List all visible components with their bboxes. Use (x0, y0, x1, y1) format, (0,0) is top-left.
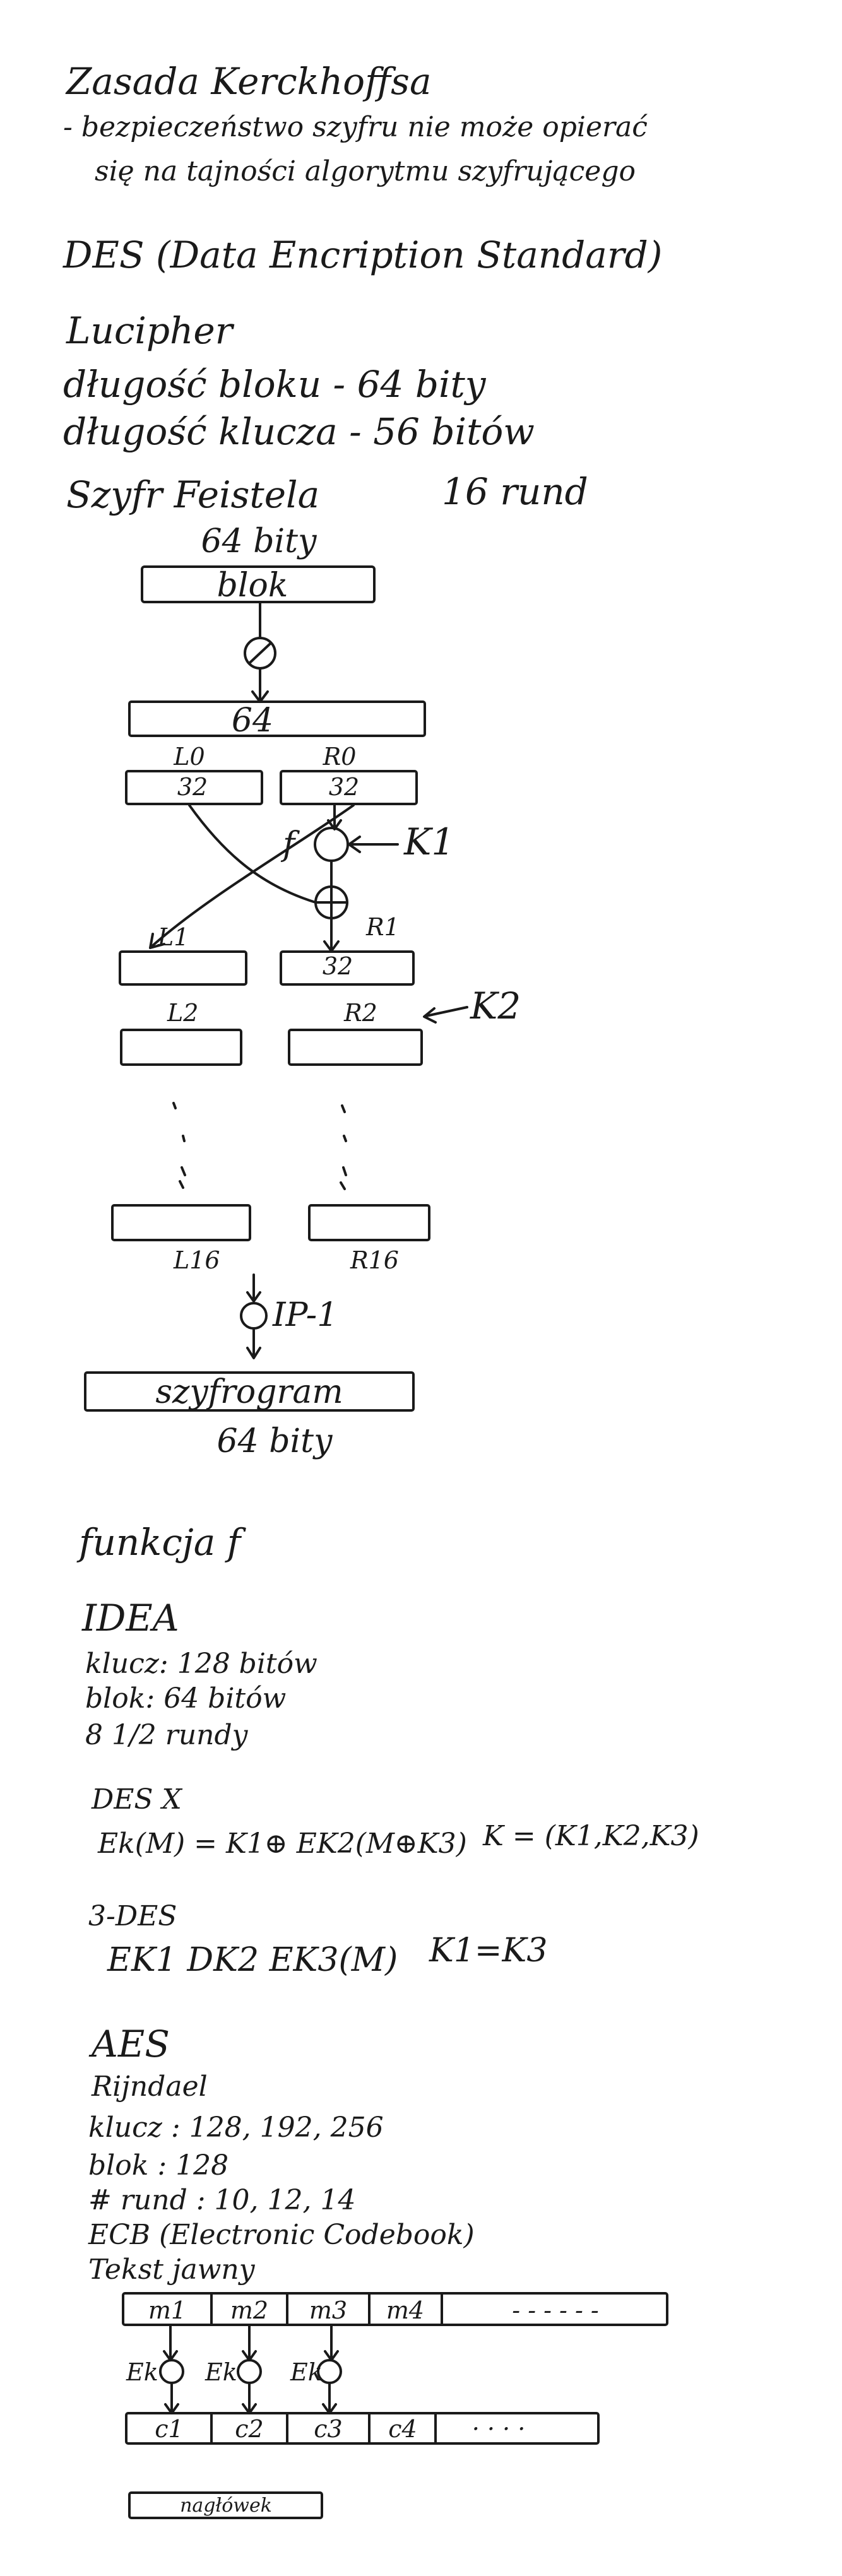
desx-formula: Ek(M) = K1⊕ EK2(M⊕K3) (98, 1828, 467, 1860)
idea-title: IDEA (82, 1597, 179, 1640)
ecb-m-continuation: - - - - - - (512, 2296, 599, 2324)
r16-label: R16 (350, 1246, 399, 1274)
ecb-ek-1: Ek (126, 2358, 158, 2386)
ecb-header-label: nagłówek (180, 2495, 272, 2517)
f-label: f (283, 825, 295, 863)
ecb-m1: m1 (148, 2296, 187, 2324)
desx-key: K = (K1,K2,K3) (483, 1820, 699, 1852)
feistel-label: Szyfr Feistela (66, 473, 320, 516)
idea-block: blok: 64 bitów (85, 1682, 287, 1715)
kerckhoffs-title: Zasada Kerckhoffsa (66, 60, 432, 103)
block-length: długość bloku - 64 bity (63, 363, 486, 406)
aes-rounds: # rund : 10, 12, 14 (88, 2184, 356, 2216)
ecb-ek-2: Ek (205, 2358, 237, 2386)
idea-rounds: 8 1/2 rundy (85, 1719, 248, 1751)
r0-label: R0 (323, 743, 357, 771)
ecb-c2: c2 (235, 2415, 264, 2443)
ecb-ek-3: Ek (290, 2358, 323, 2386)
r2-label: R2 (344, 999, 377, 1027)
ecb-c-continuation: · · · · (471, 2415, 526, 2443)
r1-bits: 32 (322, 952, 353, 980)
l1-label: L1 (158, 923, 189, 951)
idea-key: klucz: 128 bitów (85, 1648, 317, 1680)
k1-label: K1 (404, 820, 455, 863)
des-title: DES (Data Encription Standard) (63, 233, 663, 276)
l0-bits: 32 (177, 773, 208, 801)
ecb-title: ECB (Electronic Codebook) (88, 2219, 475, 2251)
rounds-label: 16 rund (442, 470, 588, 513)
ecb-c3: c3 (314, 2415, 343, 2443)
diagram-bottom-label: 64 bity (216, 1422, 333, 1460)
ecb-m2: m2 (230, 2296, 269, 2324)
ecb-c1: c1 (155, 2415, 184, 2443)
tdes-condition: K1=K3 (429, 1932, 548, 1970)
diagram-top-label: 64 bity (201, 523, 317, 560)
aes-key: klucz : 128, 192, 256 (88, 2112, 384, 2144)
ecb-m4: m4 (386, 2296, 425, 2324)
kerckhoffs-line-2: się na tajności algorytmu szyfrującego (95, 155, 636, 187)
l16-label: L16 (174, 1246, 220, 1274)
plaintext-label: Tekst jawny (88, 2254, 255, 2286)
l0-label: L0 (174, 743, 205, 771)
function-f-heading: funkcja f (79, 1521, 241, 1564)
k2-label: K2 (470, 984, 521, 1027)
r0-bits: 32 (328, 773, 360, 801)
tdes-formula: EK1 DK2 EK3(M) (107, 1941, 398, 1979)
kerckhoffs-line-1: - bezpieczeństwo szyfru nie może opierać (63, 111, 648, 143)
aes-name: Rijndael (92, 2071, 208, 2103)
ecb-m3: m3 (309, 2296, 348, 2324)
key-length: długość klucza - 56 bitów (63, 410, 535, 453)
ip-inverse-label: IP-1 (273, 1296, 338, 1334)
r1-label: R1 (366, 913, 400, 941)
l2-label: L2 (167, 999, 199, 1027)
block-box-label: blok (216, 567, 288, 605)
ecb-c4: c4 (388, 2415, 417, 2443)
aes-block: blok : 128 (88, 2149, 229, 2182)
aes-title: AES (92, 2023, 170, 2065)
full-64-label: 64 (231, 702, 274, 740)
tdes-title: 3-DES (88, 1900, 177, 1932)
ciphertext-box-label: szyfrogram (155, 1373, 343, 1411)
lucipher-label: Lucipher (66, 309, 233, 352)
desx-title: DES X (92, 1783, 182, 1816)
